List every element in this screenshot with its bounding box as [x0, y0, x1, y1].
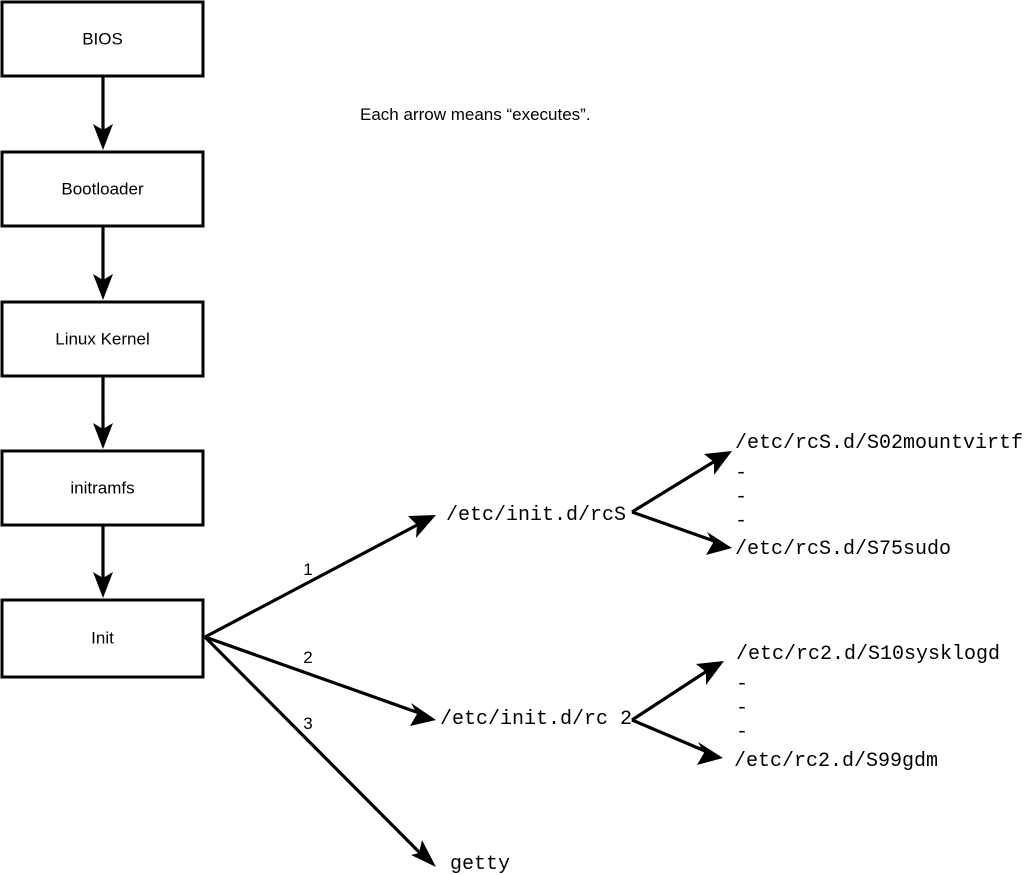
node-bootloader: Bootloader — [0, 150, 205, 228]
arrowhead — [704, 451, 732, 475]
arrowhead — [408, 515, 436, 538]
arrow-init-to-rc2: 2 — [204, 635, 436, 726]
arrowhead — [411, 840, 436, 867]
initramfs-label: initramfs — [70, 478, 134, 497]
arrow-bootloader-to-kernel — [93, 226, 113, 300]
edge-number-3: 3 — [303, 714, 312, 733]
rc2-ellipsis-dash-1: - — [736, 673, 748, 696]
node-linux-kernel: Linux Kernel — [0, 300, 205, 378]
bootloader-box — [0, 150, 205, 228]
rc2-first-script-label: /etc/rc2.d/S10sysklogd — [736, 643, 1000, 666]
arrowhead — [93, 423, 113, 449]
arrowhead — [697, 742, 723, 765]
arrow-init-to-getty: 3 — [203, 635, 436, 867]
node-initramfs: initramfs — [0, 449, 205, 527]
rc2-ellipsis-dash-3: - — [736, 721, 748, 744]
bios-label: BIOS — [82, 29, 123, 48]
edge-number-1: 1 — [303, 560, 312, 579]
arrowhead — [410, 703, 436, 726]
bios-box — [0, 0, 205, 78]
arrow-rc2-to-last-script — [631, 718, 723, 765]
arrow-initramfs-to-init — [93, 525, 113, 598]
rcs-ellipsis-dash-1: - — [735, 462, 747, 485]
rc2-last-script-label: /etc/rc2.d/S99gdm — [734, 750, 938, 773]
rcs-last-script-label: /etc/rcS.d/S75sudo — [735, 538, 951, 561]
arrow-rc2-to-first-script — [631, 661, 724, 722]
rcs-ellipsis-dash-2: - — [735, 486, 747, 509]
arrowhead — [696, 661, 724, 685]
rc2-ellipsis-dash-2: - — [736, 697, 748, 720]
arrow-bios-to-bootloader — [93, 76, 113, 150]
init-box — [0, 598, 205, 679]
edge-number-2: 2 — [303, 648, 312, 667]
rcs-target-label: /etc/init.d/rcS — [446, 504, 626, 527]
init-label: Init — [91, 628, 114, 647]
arrow-rcs-to-last-script — [631, 510, 732, 555]
rcs-ellipsis-dash-3: - — [735, 510, 747, 533]
initramfs-box — [0, 449, 205, 527]
linux-kernel-label: Linux Kernel — [55, 329, 150, 348]
arrow-kernel-to-initramfs — [93, 376, 113, 449]
rcs-first-script-label: /etc/rcS.d/S02mountvirtfs — [735, 432, 1024, 455]
arrowhead — [706, 532, 732, 555]
arrowhead — [93, 124, 113, 150]
arrow-init-to-rcs: 1 — [204, 515, 436, 639]
node-init: Init — [0, 598, 205, 679]
arrowhead — [93, 274, 113, 300]
diagram-caption: Each arrow means “executes”. — [360, 105, 591, 124]
rc2-target-label: /etc/init.d/rc 2 — [440, 708, 632, 731]
node-bios: BIOS — [0, 0, 205, 78]
arrowhead — [93, 572, 113, 598]
getty-target-label: getty — [450, 853, 510, 875]
arrow-rcs-to-first-script — [631, 451, 732, 514]
bootloader-label: Bootloader — [61, 179, 144, 198]
